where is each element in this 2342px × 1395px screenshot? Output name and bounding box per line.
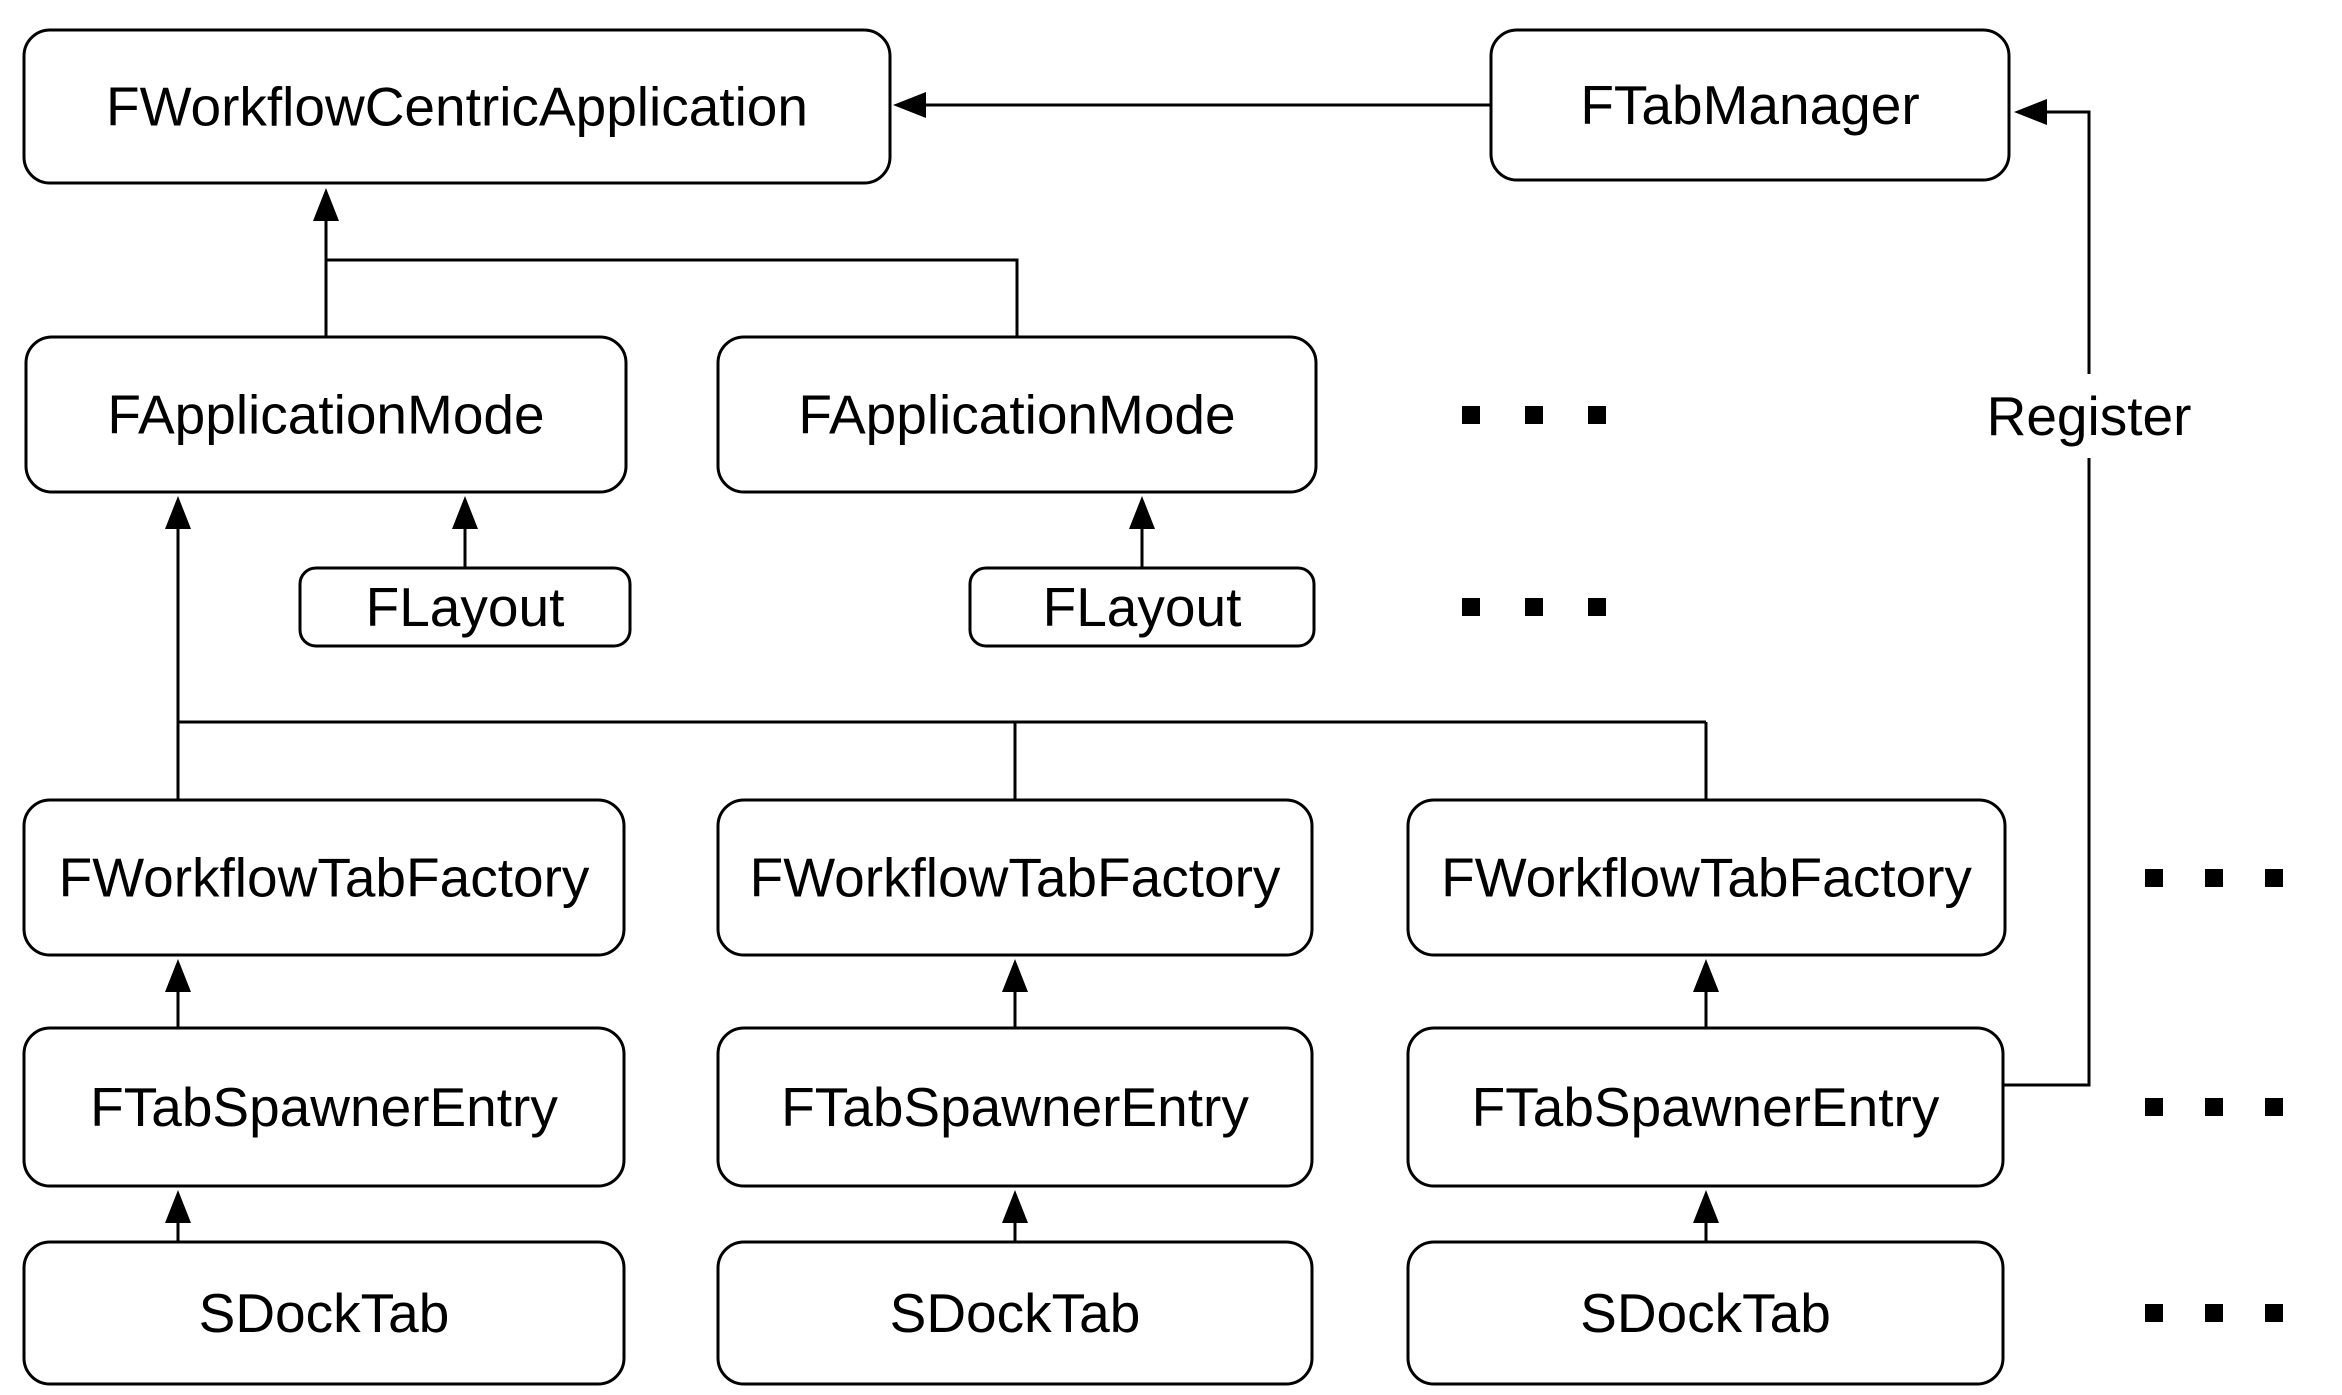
ftabspawnerentry-3-label: FTabSpawnerEntry <box>1472 1076 1940 1138</box>
node-fapplicationmode-2: FApplicationMode <box>716 335 1318 494</box>
sdocktab-1-label: SDockTab <box>199 1282 450 1344</box>
ellipsis-dot <box>1462 598 1480 616</box>
fapplicationmode-1-label: FApplicationMode <box>107 384 544 446</box>
ellipsis-dot <box>2205 1098 2223 1116</box>
node-ftabspawnerentry-3: FTabSpawnerEntry <box>1406 1026 2005 1188</box>
arrowhead-icon <box>452 496 478 529</box>
ellipsis-dot <box>1525 406 1543 424</box>
flayout-1-label: FLayout <box>366 576 565 638</box>
edge-factory-column-1-to-fapplicationmode-1 <box>165 496 191 800</box>
fworkflowtabfactory-1-label: FWorkflowTabFactory <box>59 847 590 909</box>
ellipsis-dot <box>2145 1304 2163 1322</box>
edge-ftabspawnerentry-3-to-fworkflowtabfactory-3 <box>1693 959 1719 1028</box>
ftabspawnerentry-2-box <box>716 1026 1314 1188</box>
tab-factory-row-ellipsis <box>2145 869 2283 887</box>
sdocktab-3-box <box>1406 1240 2005 1386</box>
node-ftabspawnerentry-2: FTabSpawnerEntry <box>716 1026 1314 1188</box>
node-sdocktab-1: SDockTab <box>22 1240 626 1386</box>
register-label: Register <box>1963 374 2215 458</box>
edge-line <box>2003 110 2091 1087</box>
edge-flayout-2-to-fapplicationmode-2 <box>1129 496 1155 568</box>
ftabmanager-box <box>1489 28 2011 182</box>
arrowhead-icon <box>165 496 191 529</box>
edge-fapplicationmode-1-to-fworkflowcentricapplication <box>313 188 339 337</box>
layout-row-ellipsis <box>1462 598 1606 616</box>
edge-sdocktab-2-to-ftabspawnerentry-2 <box>1002 1190 1028 1242</box>
arrowhead-icon <box>165 959 191 992</box>
register-label-backing <box>1963 374 2215 458</box>
ellipsis-dot <box>2145 1098 2163 1116</box>
fapplicationmode-2-box <box>716 335 1318 494</box>
ftabspawnerentry-1-label: FTabSpawnerEntry <box>90 1076 558 1138</box>
application-mode-row-ellipsis <box>1462 406 1606 424</box>
node-sdocktab-3: SDockTab <box>1406 1240 2005 1386</box>
arrowhead-icon <box>165 1190 191 1223</box>
ftabspawnerentry-2-label: FTabSpawnerEntry <box>781 1076 1249 1138</box>
dock-tab-row-ellipsis <box>2145 1304 2283 1322</box>
ftabmanager-label: FTabManager <box>1580 74 1919 136</box>
edge-flayout-1-to-fapplicationmode-1 <box>452 496 478 568</box>
edge-ftabspawnerentry-1-to-fworkflowtabfactory-1 <box>165 959 191 1028</box>
sdocktab-1-box <box>22 1240 626 1386</box>
arrowhead-icon <box>1129 496 1155 529</box>
arrowhead-icon <box>1693 959 1719 992</box>
node-fworkflowtabfactory-2: FWorkflowTabFactory <box>716 798 1314 957</box>
ellipsis-dot <box>2265 1098 2283 1116</box>
fworkflowtabfactory-3-box <box>1406 798 2007 957</box>
edge-sdocktab-1-to-ftabspawnerentry-1 <box>165 1190 191 1242</box>
ellipsis-dot <box>1588 406 1606 424</box>
flayout-1-box <box>298 566 632 648</box>
fworkflowtabfactory-2-label: FWorkflowTabFactory <box>750 847 1281 909</box>
ellipsis-dot <box>1525 598 1543 616</box>
node-flayout-1: FLayout <box>298 566 632 648</box>
fworkflowcentricapplication-box <box>22 28 892 185</box>
edge-ftabspawnerentry-3-register-to-ftabmanager <box>2003 99 2091 1087</box>
arrowhead-icon <box>2014 99 2047 125</box>
flayout-2-label: FLayout <box>1043 576 1242 638</box>
fworkflowtabfactory-2-box <box>716 798 1314 957</box>
node-fapplicationmode-1: FApplicationMode <box>24 335 628 494</box>
edge-ftabmanager-to-fworkflowcentricapplication <box>893 92 1491 118</box>
ellipsis-dot <box>1588 598 1606 616</box>
ellipsis-dot <box>2205 869 2223 887</box>
ellipsis-dot <box>2265 869 2283 887</box>
edge-ftabspawnerentry-2-to-fworkflowtabfactory-2 <box>1002 959 1028 1028</box>
ftabspawnerentry-3-box <box>1406 1026 2005 1188</box>
spawner-entry-row-ellipsis <box>2145 1098 2283 1116</box>
sdocktab-2-box <box>716 1240 1314 1386</box>
node-fworkflowcentricapplication: FWorkflowCentricApplication <box>22 28 892 185</box>
node-ftabmanager: FTabManager <box>1489 28 2011 182</box>
edge-branch-to-fapplicationmode-2 <box>326 258 1019 337</box>
fworkflowtabfactory-1-box <box>22 798 626 957</box>
node-ftabspawnerentry-1: FTabSpawnerEntry <box>22 1026 626 1188</box>
edge-line <box>326 258 1019 337</box>
ellipsis-dot <box>2205 1304 2223 1322</box>
node-sdocktab-2: SDockTab <box>716 1240 1314 1386</box>
fapplicationmode-1-box <box>24 335 628 494</box>
fworkflowtabfactory-3-label: FWorkflowTabFactory <box>1441 847 1972 909</box>
ellipsis-dot <box>1462 406 1480 424</box>
fworkflowcentricapplication-label: FWorkflowCentricApplication <box>106 76 808 138</box>
node-fworkflowtabfactory-3: FWorkflowTabFactory <box>1406 798 2007 957</box>
ftabspawnerentry-1-box <box>22 1026 626 1188</box>
edge-sdocktab-3-to-ftabspawnerentry-3 <box>1693 1190 1719 1242</box>
sdocktab-2-label: SDockTab <box>890 1282 1141 1344</box>
register-label-text: Register <box>1987 385 2192 447</box>
node-flayout-2: FLayout <box>968 566 1316 648</box>
node-fworkflowtabfactory-1: FWorkflowTabFactory <box>22 798 626 957</box>
ellipsis-dot <box>2145 869 2163 887</box>
fapplicationmode-2-label: FApplicationMode <box>798 384 1235 446</box>
sdocktab-3-label: SDockTab <box>1580 1282 1831 1344</box>
arrowhead-icon <box>1002 959 1028 992</box>
ellipsis-dot <box>2265 1304 2283 1322</box>
arrowhead-icon <box>1693 1190 1719 1223</box>
flayout-2-box <box>968 566 1316 648</box>
arrowhead-icon <box>1002 1190 1028 1223</box>
arrowhead-icon <box>313 188 339 221</box>
arrowhead-icon <box>893 92 926 118</box>
